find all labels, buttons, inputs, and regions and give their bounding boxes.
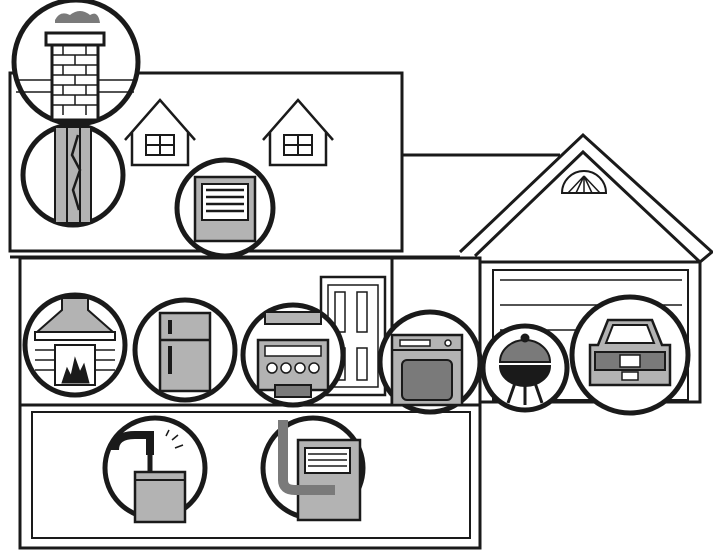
dormer-right: [262, 98, 334, 167]
dormer-left: [124, 98, 196, 167]
stove-icon: [240, 302, 346, 408]
clothes-dryer-icon: [377, 309, 483, 415]
window-air-conditioner-icon: [174, 157, 276, 259]
grill-icon: [480, 323, 570, 413]
car-icon: [569, 294, 691, 416]
fireplace-range-hood-icon: [22, 292, 128, 398]
refrigerator-icon: [132, 297, 238, 403]
basement: [18, 403, 482, 550]
water-heater-icon: [102, 415, 208, 524]
cracked-flue-icon: [20, 122, 126, 228]
furnace-icon: [260, 415, 366, 522]
garage-roof: [402, 132, 713, 265]
chimney-icon: [11, 0, 141, 127]
